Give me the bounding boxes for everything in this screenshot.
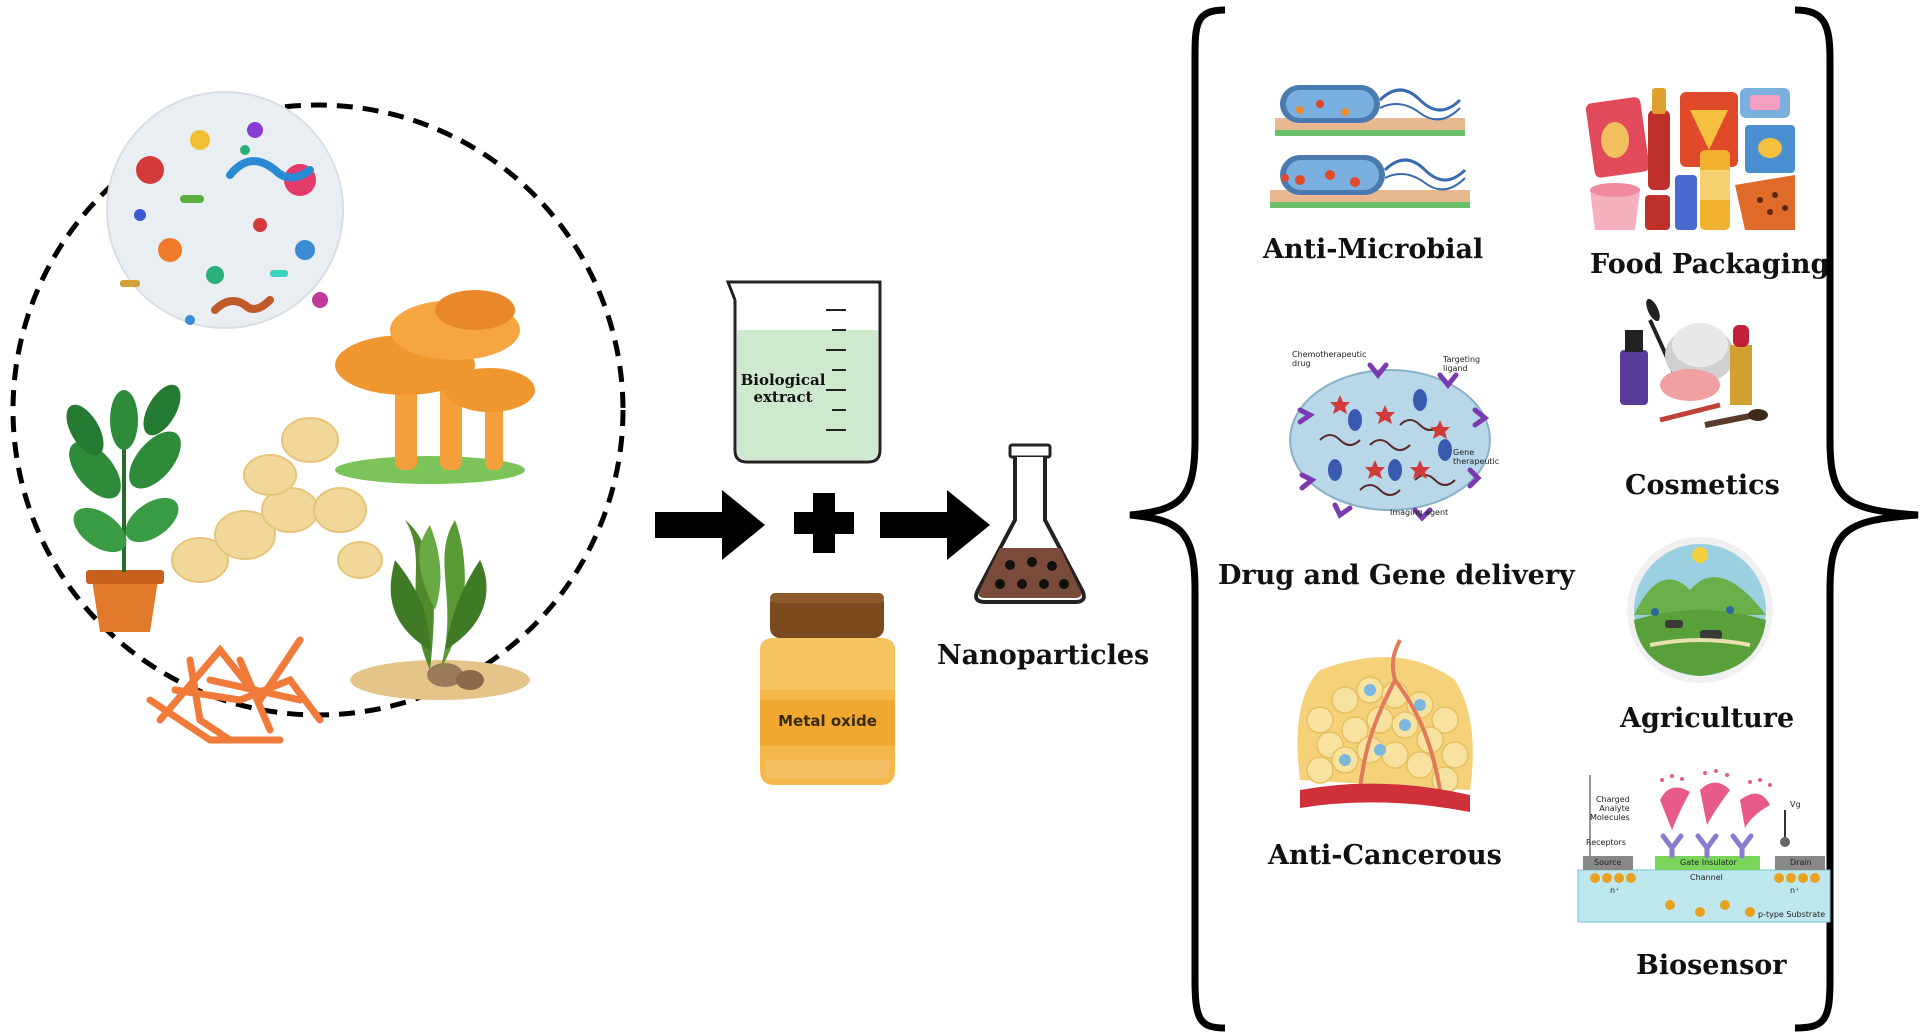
biosensor-label-n-right: n⁺ — [1790, 886, 1800, 895]
biosensor-label-substrate: p-type Substrate — [1758, 910, 1826, 919]
drug-label-targeting: Targeting ligand — [1443, 355, 1481, 373]
app-label-biosensor: Biosensor — [1636, 950, 1787, 981]
biosensor-label-drain: Drain — [1790, 858, 1812, 867]
drug-gene-delivery-icon — [1289, 362, 1491, 522]
biological-sources-group — [10, 91, 626, 744]
right-curly-bracket — [1794, 6, 1919, 1032]
app-label-cosmetics: Cosmetics — [1625, 470, 1780, 501]
biosensor-label-gate: Gate Insulator — [1680, 858, 1737, 867]
nanoparticles-label: Nanoparticles — [937, 640, 1150, 671]
red-algae-icon — [146, 636, 324, 744]
yeast-cells-icon — [171, 417, 383, 583]
left-curly-bracket — [1129, 6, 1226, 1032]
biosensor-label-vg: Vg — [1790, 800, 1801, 809]
app-label-food-packaging: Food Packaging — [1590, 249, 1830, 280]
beaker-label: Biological extract — [740, 371, 826, 406]
food-packaging-icon — [1585, 88, 1795, 230]
biosensor-label-charged: Charged Analyte Molecules — [1590, 795, 1630, 822]
biosensor-label-n-left: n⁺ — [1610, 886, 1620, 895]
process-arrow-1 — [655, 490, 765, 560]
microbes-bubble-icon — [106, 91, 344, 329]
app-label-drug-gene-delivery: Drug and Gene delivery — [1218, 560, 1575, 591]
biosensor-label-source: Source — [1594, 858, 1622, 867]
biosensor-label-receptors: Receptors — [1586, 838, 1627, 847]
biosensor-label-channel: Channel — [1690, 873, 1723, 882]
potted-plant-icon — [66, 384, 181, 632]
drug-label-chemo: Chemotherapeutic drug — [1292, 350, 1367, 368]
biosensor-icon — [1577, 769, 1831, 923]
metal-oxide-jar-icon — [760, 593, 895, 785]
cosmetics-icon — [1620, 298, 1768, 428]
mushroom-icon — [335, 290, 535, 484]
app-label-anti-cancerous: Anti-Cancerous — [1268, 840, 1502, 871]
anti-cancerous-icon — [1297, 639, 1473, 812]
drug-label-gene: Gene therapeutic — [1453, 448, 1500, 466]
flask-nanoparticles-icon — [974, 443, 1086, 604]
app-label-agriculture: Agriculture — [1620, 703, 1795, 734]
drug-label-imaging: Imaging agent — [1390, 508, 1449, 517]
anti-microbial-icon — [1270, 85, 1470, 208]
beaker-icon — [725, 280, 882, 464]
jar-label: Metal oxide — [778, 712, 877, 730]
app-label-anti-microbial: Anti-Microbial — [1263, 234, 1484, 265]
plus-sign-icon — [794, 493, 854, 553]
seaweed-icon — [350, 520, 530, 700]
agriculture-icon — [1627, 537, 1773, 683]
process-arrow-2 — [880, 490, 990, 560]
